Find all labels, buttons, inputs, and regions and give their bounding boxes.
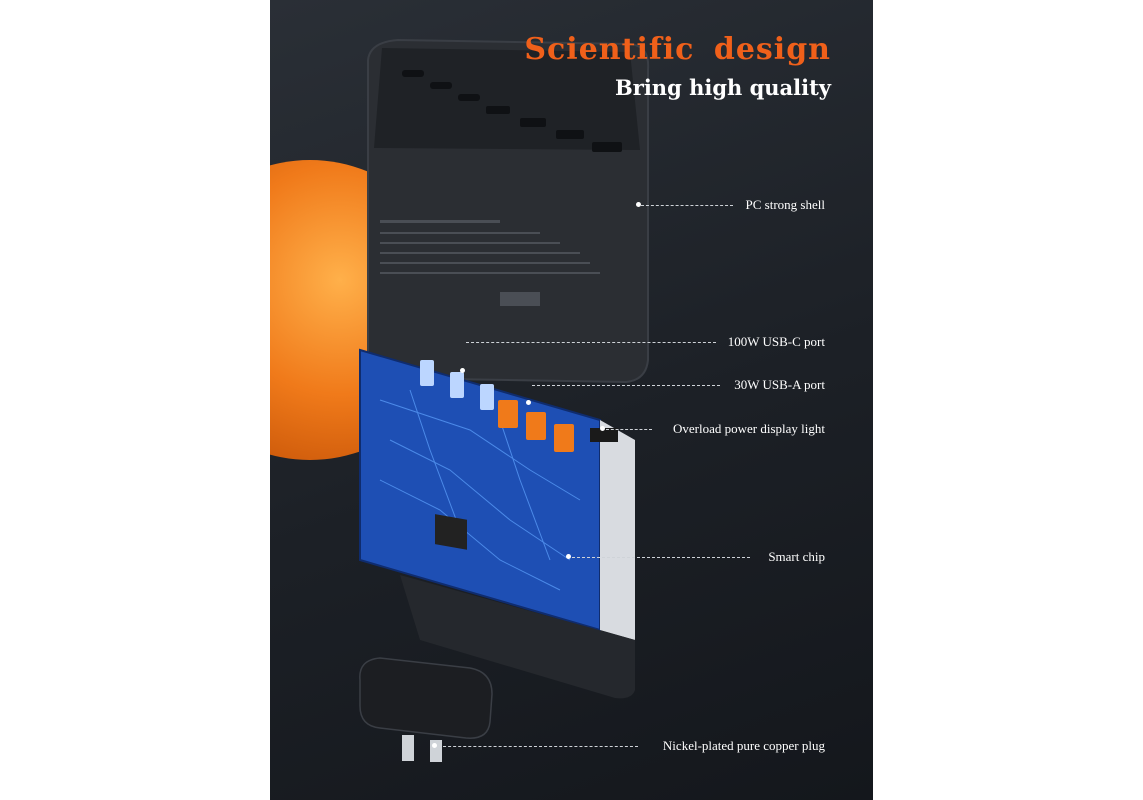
charger-exploded-illustration (359, 38, 650, 762)
headline: Scientific design Bring high quality (524, 32, 831, 100)
callout-dot-shell (636, 202, 641, 207)
callout-line-usb-a (532, 385, 720, 386)
callout-dot-plug (432, 743, 437, 748)
callout-line-usb-c (466, 342, 716, 343)
product-panel: Scientific design Bring high quality PC … (270, 0, 873, 800)
plug-module (359, 657, 493, 762)
callout-usb-c: 100W USB-C port (727, 334, 825, 349)
callout-chip: Smart chip (768, 549, 825, 564)
callout-dot-light (600, 426, 605, 431)
callout-light: Overload power display light (673, 421, 825, 436)
callout-dot-usb-c (460, 368, 465, 373)
callout-line-chip (572, 557, 750, 558)
callout-dot-usb-a (526, 400, 531, 405)
callout-shell: PC strong shell (745, 197, 825, 212)
charger-internals (359, 348, 635, 699)
callout-line-shell (641, 205, 733, 206)
callout-line-plug (438, 746, 638, 747)
callout-usb-a: 30W USB-A port (734, 377, 825, 392)
charger-shell (367, 38, 650, 384)
headline-title: Scientific design (524, 32, 831, 67)
callout-plug: Nickel-plated pure copper plug (662, 738, 825, 753)
headline-subtitle: Bring high quality (615, 75, 831, 100)
callout-line-light (606, 429, 652, 430)
callout-dot-chip (566, 554, 571, 559)
